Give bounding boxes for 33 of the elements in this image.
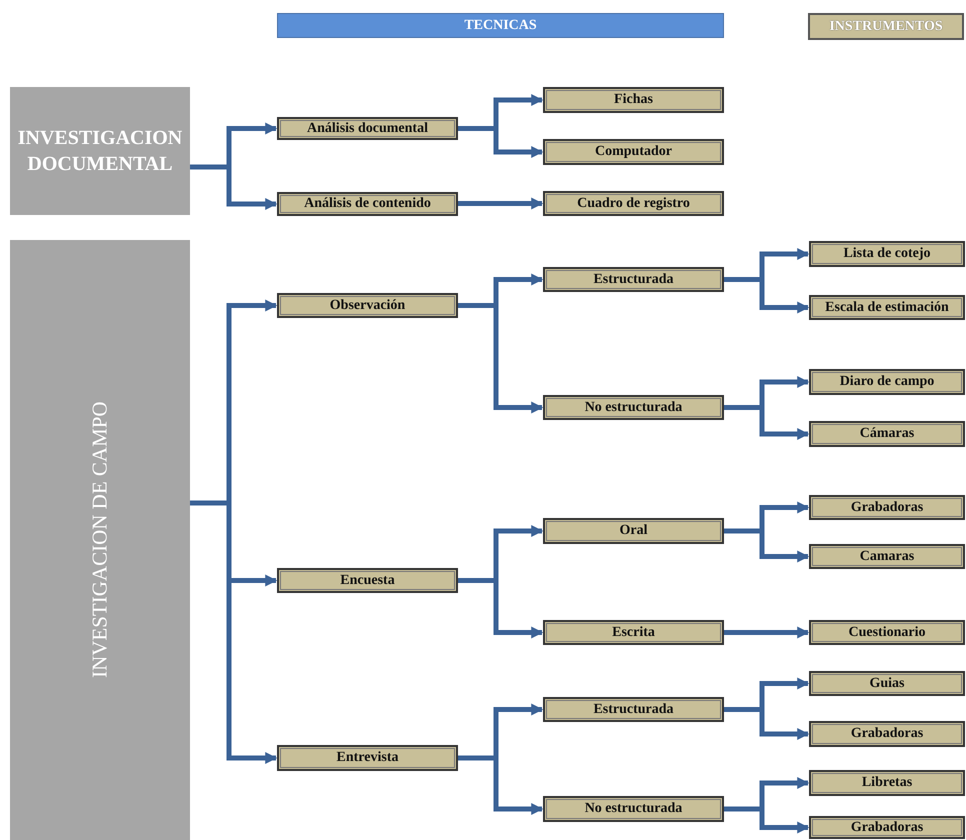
process-box: Cuestionario xyxy=(809,620,965,645)
process-box: Libretas xyxy=(809,770,965,796)
process-box: Entrevista xyxy=(277,745,458,771)
process-box: Lista de cotejo xyxy=(809,241,965,267)
process-box: No estructurada xyxy=(543,796,724,822)
process-box: Cámaras xyxy=(809,421,965,447)
process-box: Grabadoras xyxy=(809,721,965,747)
process-box: Cuadro de registro xyxy=(543,191,724,216)
panel-title: INVESTIGACION DE CAMPO xyxy=(86,402,112,678)
process-box: Escala de estimación xyxy=(809,295,965,320)
arrow xyxy=(458,198,544,210)
process-box: Encuesta xyxy=(277,568,458,593)
process-box: Observación xyxy=(277,293,458,318)
category-panel xyxy=(10,240,190,840)
process-box: Estructurada xyxy=(543,697,724,722)
process-box: Escrita xyxy=(543,620,724,645)
arrow xyxy=(724,626,810,638)
process-box: Análisis de contenido xyxy=(277,192,458,216)
process-box: Oral xyxy=(543,518,724,544)
category-panel xyxy=(10,87,190,215)
header-bar: INSTRUMENTOS xyxy=(808,13,964,40)
panel-title: INVESTIGACION DOCUMENTAL xyxy=(16,126,184,177)
process-box: Grabadoras xyxy=(809,816,965,839)
process-box: No estructurada xyxy=(543,395,724,420)
process-box: Grabadoras xyxy=(809,495,965,520)
process-box: Análisis documental xyxy=(277,117,458,140)
process-box: Camaras xyxy=(809,544,965,569)
process-box: Estructurada xyxy=(543,267,724,292)
process-box: Fichas xyxy=(543,87,724,113)
header-bar: TECNICAS xyxy=(277,13,724,38)
process-box: Guias xyxy=(809,671,965,696)
process-box: Computador xyxy=(543,139,724,165)
process-box: Diaro de campo xyxy=(809,369,965,395)
